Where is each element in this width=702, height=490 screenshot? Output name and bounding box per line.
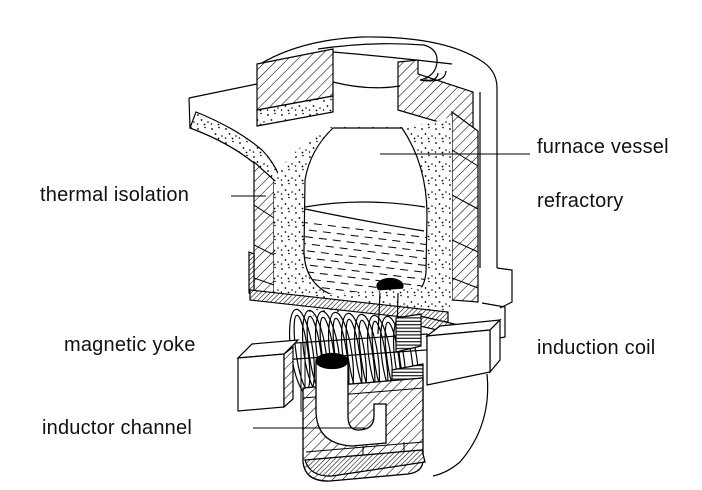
label-inductor-channel: inductor channel xyxy=(42,417,192,439)
label-induction-coil: induction coil xyxy=(537,337,656,359)
label-magnetic-yoke: magnetic yoke xyxy=(64,334,196,356)
vessel-outer-wall xyxy=(451,88,513,342)
inductor-channel-tube xyxy=(315,361,387,447)
channel-cut-opening xyxy=(315,352,349,370)
lid-refractory-band xyxy=(256,95,334,127)
label-refractory: refractory xyxy=(537,190,624,212)
inductor-channel-block xyxy=(302,352,426,482)
label-furnace-vessel: furnace vessel xyxy=(537,136,669,158)
furnace-lid xyxy=(256,36,498,133)
thermal-isolation-left xyxy=(248,160,275,299)
lid-opening-collar xyxy=(317,43,438,81)
magnetic-yoke-right-arm xyxy=(424,318,502,477)
leader-lines xyxy=(231,153,530,429)
label-thermal-isolation: thermal isolation xyxy=(40,184,190,206)
coil-housing-curve xyxy=(432,373,489,477)
magnetic-yoke-block xyxy=(236,339,300,412)
furnace-vessel-cavity xyxy=(303,127,428,301)
coil-end-upper xyxy=(395,313,422,353)
